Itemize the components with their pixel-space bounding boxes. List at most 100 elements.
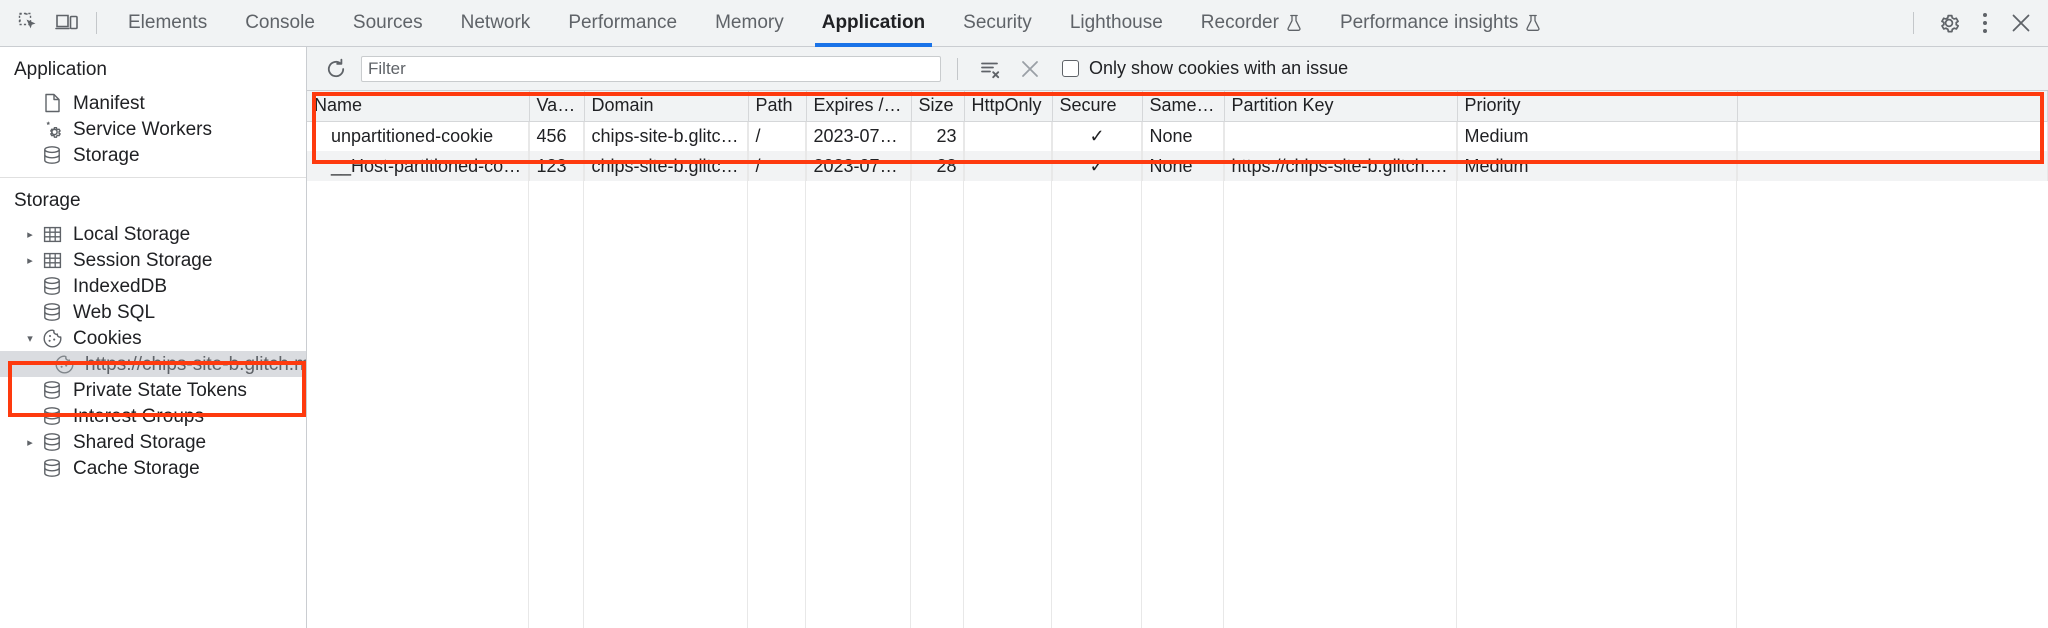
tab-network[interactable]: Network [442, 0, 550, 47]
checkbox-box[interactable] [1062, 60, 1079, 77]
chevron-down-icon[interactable]: ▾ [27, 332, 33, 345]
sidebar-item-cookie-origin[interactable]: https://chips-site-b.glitch.me [0, 351, 306, 377]
column-header-expires[interactable]: Expires / M… [806, 91, 912, 122]
cookies-filter-toolbar: Only show cookies with an issue [307, 47, 2048, 91]
cell-path: / [748, 121, 807, 151]
clear-filtered-cookies-icon[interactable] [974, 53, 1006, 85]
sidebar-item-label: Local Storage [73, 223, 191, 245]
database-icon [40, 457, 64, 479]
cookies-table: Name Value Domain Path Expires / M… Size… [307, 91, 2048, 181]
tab-performance-insights[interactable]: Performance insights [1321, 0, 1560, 47]
cell-secure: ✓ [1052, 151, 1143, 181]
cell-secure: ✓ [1052, 121, 1143, 151]
sidebar-item-session-storage[interactable]: ▸ Session Storage [0, 247, 306, 273]
device-toolbar-icon[interactable] [48, 4, 86, 42]
column-header-domain[interactable]: Domain [584, 91, 749, 122]
experiment-flask-icon [1525, 14, 1541, 32]
column-header-samesite[interactable]: SameSite [1142, 91, 1225, 122]
column-header-httponly[interactable]: HttpOnly [964, 91, 1053, 122]
tab-sources[interactable]: Sources [334, 0, 442, 47]
cookie-icon [52, 353, 76, 375]
application-sidebar: Application ▸ Manifest ▸ [0, 47, 307, 628]
gear-icon[interactable] [1930, 4, 1968, 42]
tab-label: Application [821, 12, 926, 33]
tab-security[interactable]: Security [944, 0, 1051, 47]
tab-console[interactable]: Console [226, 0, 334, 47]
sidebar-item-indexeddb[interactable]: ▸ IndexedDB [0, 273, 306, 299]
column-header-priority[interactable]: Priority [1457, 91, 1738, 122]
database-icon [40, 275, 64, 297]
more-options-icon[interactable] [1970, 6, 2000, 40]
sidebar-item-private-state-tokens[interactable]: ▸ Private State Tokens [0, 377, 306, 403]
clear-all-cookies-icon[interactable] [1014, 53, 1046, 85]
cell-samesite: None [1142, 121, 1225, 151]
chevron-right-icon[interactable]: ▸ [27, 254, 33, 267]
filter-input[interactable] [361, 55, 941, 82]
sidebar-item-shared-storage[interactable]: ▸ Shared Storage [0, 429, 306, 455]
close-icon[interactable] [2002, 4, 2040, 42]
column-header-partition-key[interactable]: Partition Key [1224, 91, 1458, 122]
cell-name: unpartitioned-cookie [307, 121, 530, 151]
sidebar-item-label: Interest Groups [73, 405, 204, 427]
sidebar-item-cookies[interactable]: ▾ Cookies [0, 325, 306, 351]
column-header-path[interactable]: Path [748, 91, 807, 122]
cell-priority: Medium [1457, 121, 1738, 151]
sidebar-item-label: Session Storage [73, 249, 213, 271]
toolbar-right-controls [1905, 4, 2040, 42]
tab-label: Performance [568, 12, 678, 33]
column-header-secure[interactable]: Secure [1052, 91, 1143, 122]
database-icon [40, 301, 64, 323]
sidebar-item-label: IndexedDB [73, 275, 168, 297]
toolbar-divider [957, 57, 958, 80]
inspect-element-icon[interactable] [10, 4, 48, 42]
cell-httponly [964, 151, 1053, 181]
cell-value: 456 [529, 121, 585, 151]
column-header-size[interactable]: Size [911, 91, 965, 122]
tab-label: Lighthouse [1069, 12, 1163, 33]
panel-tabs: Elements Console Sources Network Perform… [109, 0, 1905, 47]
sidebar-item-label: Manifest [73, 92, 145, 114]
sidebar-item-manifest[interactable]: ▸ Manifest [0, 90, 306, 116]
tab-memory[interactable]: Memory [696, 0, 803, 47]
tab-recorder[interactable]: Recorder [1182, 0, 1321, 47]
table-row[interactable]: __Host-partitioned-cookie 123 chips-site… [307, 151, 2048, 181]
sidebar-item-storage[interactable]: ▸ Storage [0, 142, 306, 168]
sidebar-item-label: Cache Storage [73, 457, 200, 479]
cookie-icon [40, 327, 64, 349]
refresh-icon[interactable] [319, 52, 353, 86]
sidebar-item-local-storage[interactable]: ▸ Local Storage [0, 221, 306, 247]
tab-performance[interactable]: Performance [549, 0, 696, 47]
tab-lighthouse[interactable]: Lighthouse [1051, 0, 1182, 47]
sidebar-item-service-workers[interactable]: ▸ Service Workers [0, 116, 306, 142]
sidebar-section-title: Application [14, 59, 107, 80]
sidebar-item-interest-groups[interactable]: ▸ Interest Groups [0, 403, 306, 429]
cell-value: 123 [529, 151, 585, 181]
table-grid-lines [307, 122, 2048, 628]
experiment-flask-icon [1286, 14, 1302, 32]
tab-label: Performance insights [1339, 12, 1519, 33]
tab-elements[interactable]: Elements [109, 0, 226, 47]
table-icon [40, 249, 64, 271]
sidebar-item-cache-storage[interactable]: ▸ Cache Storage [0, 455, 306, 481]
cell-partition-key: https://chips-site-b.glitch.me [1224, 151, 1458, 181]
column-header-name[interactable]: Name [307, 91, 530, 122]
database-icon [40, 144, 64, 166]
chevron-right-icon[interactable]: ▸ [27, 228, 33, 241]
sidebar-item-label: Private State Tokens [73, 379, 247, 401]
table-header-row: Name Value Domain Path Expires / M… Size… [307, 91, 2048, 122]
column-header-value[interactable]: Value [529, 91, 585, 122]
tab-label: Recorder [1200, 12, 1279, 33]
database-icon [40, 405, 64, 427]
tab-application[interactable]: Application [803, 0, 944, 47]
tab-label: Network [460, 12, 531, 33]
only-show-issues-checkbox[interactable]: Only show cookies with an issue [1062, 58, 1348, 79]
cell-size: 23 [911, 121, 965, 151]
sidebar-item-label: Shared Storage [73, 431, 207, 453]
chevron-right-icon[interactable]: ▸ [27, 436, 33, 449]
sidebar-item-label: Web SQL [73, 301, 156, 323]
sidebar-item-web-sql[interactable]: ▸ Web SQL [0, 299, 306, 325]
devtools-body: Application ▸ Manifest ▸ [0, 47, 2048, 628]
sidebar-section-title: Storage [14, 190, 81, 211]
sidebar-section-application: Application ▸ Manifest ▸ [0, 47, 306, 177]
table-row[interactable]: unpartitioned-cookie 456 chips-site-b.gl… [307, 121, 2048, 151]
